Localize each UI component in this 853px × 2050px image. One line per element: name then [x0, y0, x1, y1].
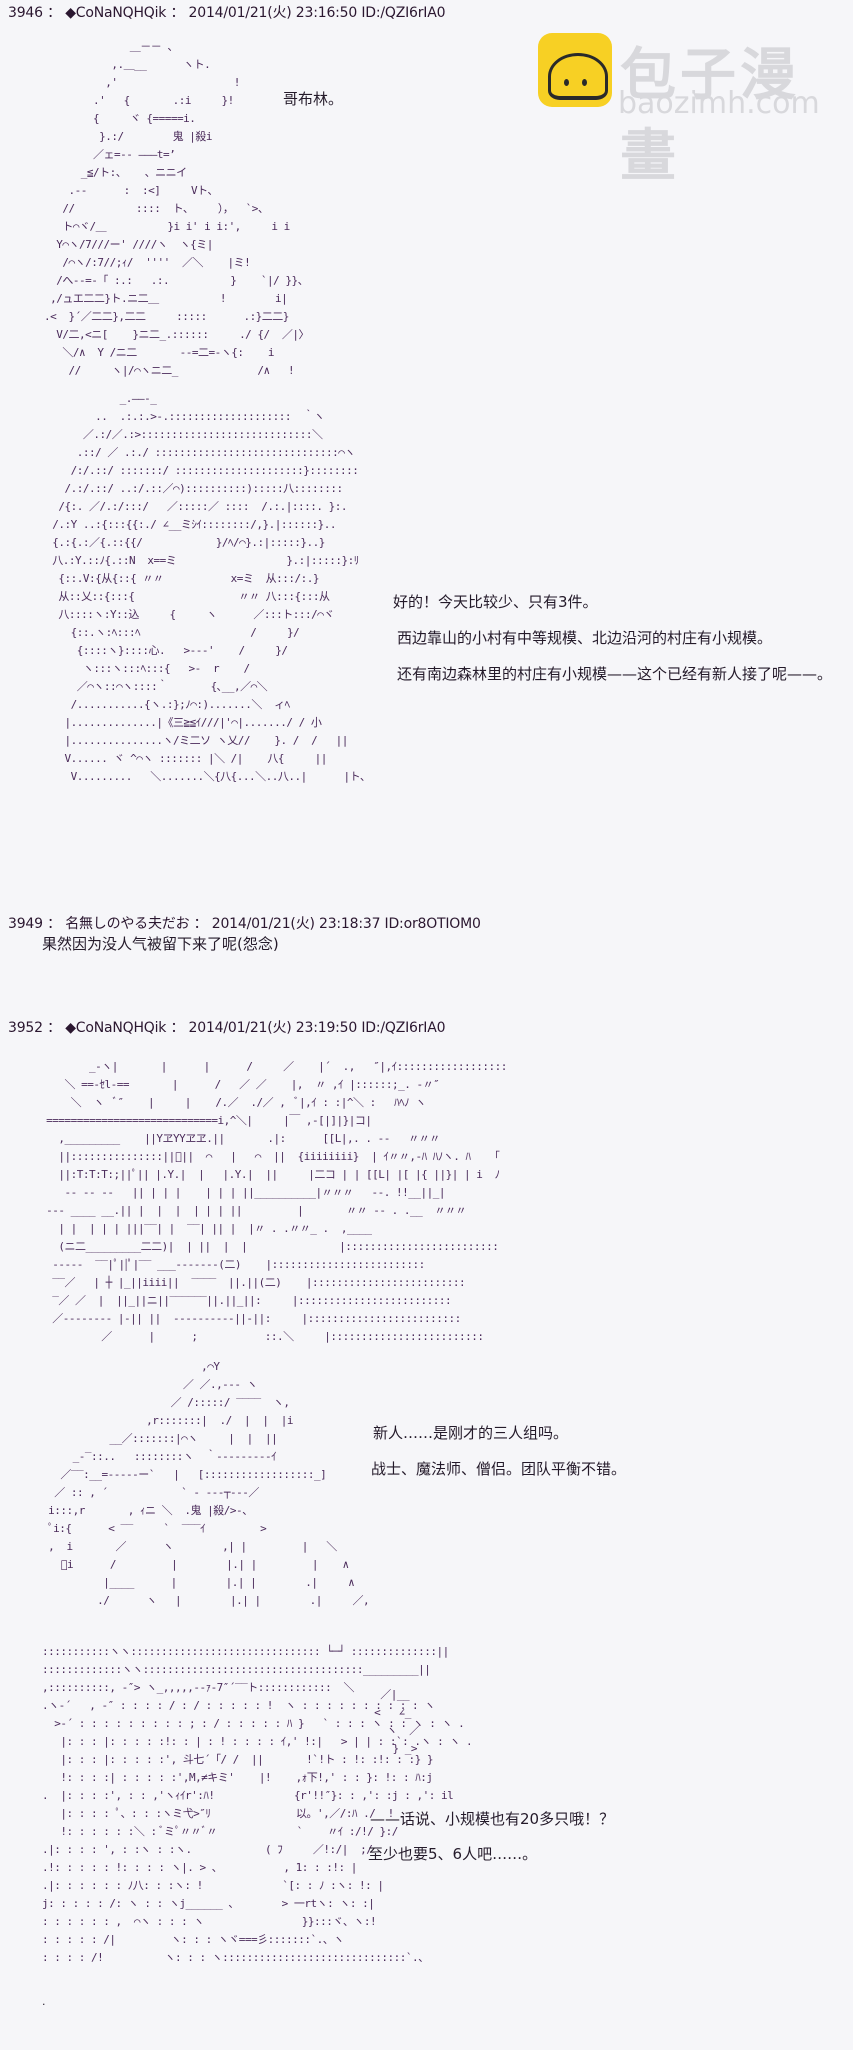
post-number: 3949	[8, 916, 43, 932]
trailing-dot: .	[42, 1995, 46, 2008]
poster-name: CoNaNQHQik	[75, 5, 167, 21]
dialogue-line: 好的！今天比较少、只有3件。	[393, 593, 598, 611]
post-id: ID:or8OTIOM0	[384, 916, 481, 932]
poster-name: 名無しのやる夫だお	[65, 916, 190, 932]
post-date: 2014/01/21(火) 23:19:50	[188, 1020, 358, 1036]
dialogue-line: ——话说、小规模也有20多只哦！？	[370, 1810, 615, 1828]
dialogue-line: 战士、魔法师、僧侣。团队平衡不错。	[371, 1460, 627, 1478]
post-header: 3952 ： ◆CoNaNQHQik ： 2014/01/21(火) 23:19…	[8, 1020, 446, 1036]
dialogue-line: 新人……是刚才的三人组吗。	[373, 1424, 569, 1442]
trip-diamond-icon: ◆	[65, 5, 76, 21]
ascii-art-goblin: ＿－－ 、 ,.＿__ ヽト. ,' ! .' { .:i }! { ヾ {==…	[44, 40, 310, 377]
ascii-art-girl: :::::::::::ヽヽ:::::::::::::::::::::::::::…	[42, 1645, 473, 1964]
dialogue-line: 至少也要5、6人吧……。	[368, 1845, 538, 1863]
post-date: 2014/01/21(火) 23:18:37	[211, 916, 381, 932]
post-date: 2014/01/21(火) 23:16:50	[188, 5, 358, 21]
ascii-art-receptionist: _.――-_ .. .:.:.>‐.:::::::::::::::::::: ｀…	[52, 392, 371, 783]
steamed-bun-icon	[538, 33, 612, 107]
post-id: ID:/QZI6rIA0	[361, 5, 446, 21]
watermark-url: baozimh.com	[618, 86, 820, 121]
dialogue-line: 哥布林。	[283, 90, 344, 108]
post-body: 果然因为没人气被留下来了呢(怨念)	[42, 935, 279, 953]
ascii-art-sound-effect: ／|__ < ∠_ ヽ ／ } _>	[374, 1688, 420, 1755]
post-number: 3952	[8, 1020, 43, 1036]
ascii-art-town: _-ヽ| | | / ／ |´ ., ″|,ｲ:::::::::::::::::…	[46, 1060, 507, 1343]
poster-name: CoNaNQHQik	[75, 1020, 167, 1036]
trip-diamond-icon: ◆	[65, 1020, 76, 1036]
dialogue-line: 西边靠山的小村有中等规模、北边沿河的村庄有小规模。	[397, 629, 773, 647]
post-header: 3949 ： 名無しのやる夫だお ： 2014/01/21(火) 23:18:3…	[8, 916, 481, 932]
ascii-art-goblin-slayer: ,⌒Y ／ ／.,--- ヽ ／ /:::::/ ‾‾‾‾ ヽ, ,r:::::…	[48, 1360, 370, 1607]
post-number: 3946	[8, 5, 43, 21]
dialogue-line: 还有南边森林里的村庄有小规模——这个已经有新人接了呢——。	[397, 665, 833, 683]
post-header: 3946 ： ◆CoNaNQHQik ： 2014/01/21(火) 23:16…	[8, 5, 446, 21]
post-id: ID:/QZI6rIA0	[361, 1020, 446, 1036]
watermark-brand: 包子漫畫	[620, 43, 800, 189]
